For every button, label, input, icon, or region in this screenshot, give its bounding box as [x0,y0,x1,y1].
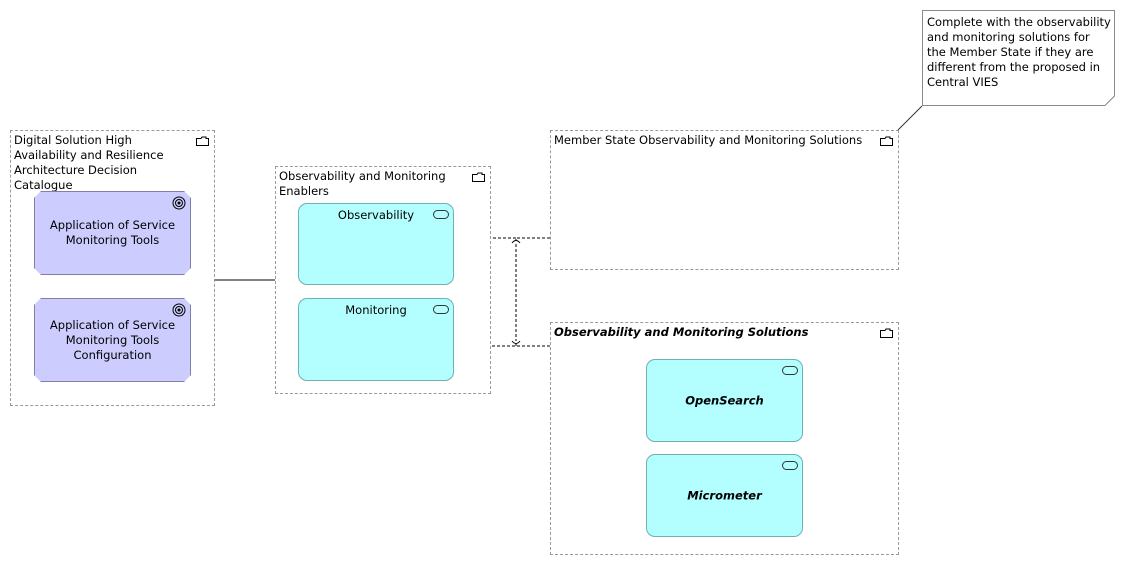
group-member-state[interactable]: Member State Observability and Monitorin… [550,130,899,270]
service-pill-icon [433,210,449,219]
group-solutions[interactable]: Observability and Monitoring Solutions O… [550,322,899,555]
note-shape [922,10,1115,106]
folder-icon [472,172,485,182]
folder-icon [196,136,209,146]
group-label: Observability and Monitoring Solutions [554,325,809,339]
line-jump-2 [511,340,521,344]
group-label: Observability and Monitoring Enablers [279,169,446,198]
goal-element[interactable]: Application of Service Monitoring Tools [34,191,191,275]
service-monitoring[interactable]: Monitoring [298,298,454,381]
service-observability[interactable]: Observability [298,203,454,285]
group-label: Member State Observability and Monitorin… [554,133,863,147]
service-pill-icon [782,461,798,470]
service-pill-icon [433,305,449,314]
target-icon [172,303,186,317]
folder-icon [880,136,893,146]
note-text: Complete with the observability and moni… [927,15,1111,89]
goal-label: Application of Service Monitoring Tools … [49,317,176,362]
service-label: Micrometer [687,488,762,502]
service-micrometer[interactable]: Micrometer [646,454,803,537]
group-decision-catalogue[interactable]: Digital Solution High Availability and R… [10,130,215,406]
service-label: Monitoring [345,303,407,317]
group-enablers[interactable]: Observability and Monitoring Enablers Ob… [275,166,491,394]
service-label: OpenSearch [685,393,764,407]
note-anchor-line [897,105,923,131]
annotation-note[interactable]: Complete with the observability and moni… [922,10,1115,106]
goal-label: Application of Service Monitoring Tools [49,218,176,247]
target-icon [172,196,186,210]
line-jump [511,240,521,244]
service-pill-icon [782,366,798,375]
goal-element[interactable]: Application of Service Monitoring Tools … [34,298,191,382]
service-label: Observability [337,208,415,222]
service-opensearch[interactable]: OpenSearch [646,359,803,442]
group-label: Digital Solution High Availability and R… [14,133,164,192]
folder-icon [880,328,893,338]
